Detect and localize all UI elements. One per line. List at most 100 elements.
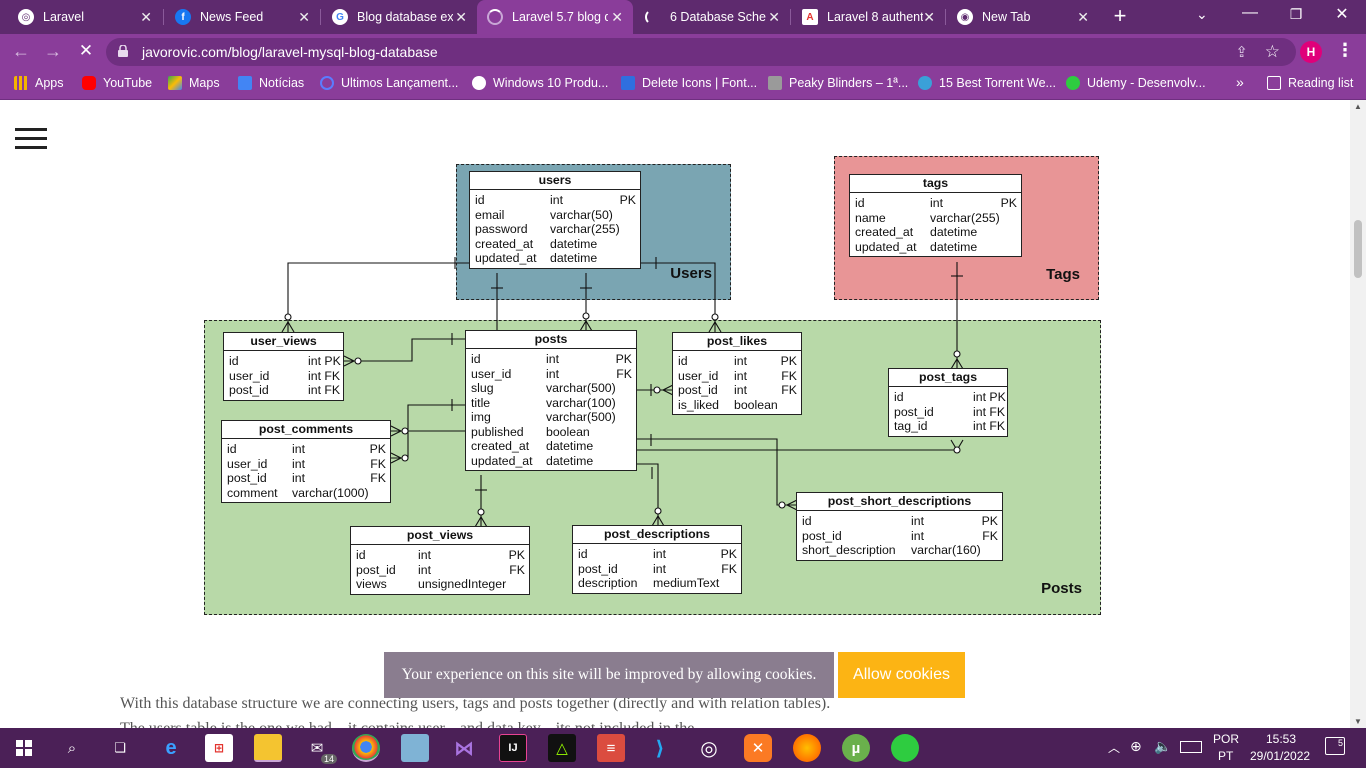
tab-news-feed[interactable]: f News Feed ✕ bbox=[165, 0, 320, 34]
bookmark-torrent[interactable]: 15 Best Torrent We... bbox=[918, 76, 1056, 90]
notification-count: 5 bbox=[1337, 738, 1343, 748]
tab-blog-database[interactable]: G Blog database ex ✕ bbox=[322, 0, 477, 34]
chrome-icon[interactable] bbox=[352, 734, 380, 762]
scroll-up-icon[interactable]: ▲ bbox=[1354, 102, 1362, 111]
scrollbar-thumb[interactable] bbox=[1354, 220, 1362, 278]
store-icon[interactable]: ⊞ bbox=[205, 734, 233, 762]
mail-icon[interactable]: ✉ 14 bbox=[303, 734, 337, 764]
tab-database-schema[interactable]: 6 Database Schen ✕ bbox=[635, 0, 790, 34]
close-icon[interactable]: ✕ bbox=[611, 9, 623, 25]
close-icon[interactable]: ✕ bbox=[298, 9, 310, 25]
bookmark-ultimos-lancamentos[interactable]: Ultimos Lançament... bbox=[320, 76, 458, 90]
page-scrollbar[interactable]: ▲ ▼ bbox=[1350, 100, 1366, 728]
table-title: post_short_descriptions bbox=[797, 493, 1002, 511]
jetbrains-icon[interactable]: IJ bbox=[499, 734, 527, 762]
news-icon bbox=[238, 76, 252, 90]
android-studio-icon[interactable]: △ bbox=[548, 734, 576, 762]
edge-icon[interactable]: e bbox=[165, 736, 177, 759]
todoist-icon[interactable]: ≡ bbox=[597, 734, 625, 762]
close-icon[interactable]: ✕ bbox=[923, 9, 935, 25]
address-bar[interactable]: javorovic.com/blog/laravel-mysql-blog-da… bbox=[106, 38, 1296, 66]
clock-date[interactable]: 29/01/2022 bbox=[1250, 749, 1311, 763]
share-icon[interactable]: ⇪ bbox=[1235, 44, 1248, 61]
close-icon[interactable]: ✕ bbox=[140, 9, 152, 25]
bookmark-udemy[interactable]: Udemy - Desenvolv... bbox=[1066, 76, 1206, 90]
clock-time[interactable]: 15:53 bbox=[1266, 732, 1297, 746]
back-button[interactable]: ← bbox=[12, 41, 30, 61]
profile-avatar[interactable]: H bbox=[1300, 41, 1322, 63]
bookmark-delete-icons[interactable]: Delete Icons | Font... bbox=[621, 76, 757, 90]
allow-cookies-button[interactable]: Allow cookies bbox=[838, 652, 965, 698]
language-indicator[interactable]: POR bbox=[1213, 732, 1240, 746]
notes-app-icon[interactable] bbox=[401, 734, 429, 762]
table-title: post_comments bbox=[222, 421, 390, 439]
volume-icon[interactable]: 🔈 bbox=[1154, 738, 1172, 754]
search-icon[interactable]: ⌕ bbox=[67, 739, 77, 757]
tab-laravel-5-7-blog[interactable]: Laravel 5.7 blog d ✕ bbox=[477, 0, 633, 34]
obs-icon[interactable]: ◎ bbox=[700, 737, 718, 760]
bookmark-youtube[interactable]: YouTube bbox=[82, 76, 152, 90]
utorrent-icon[interactable]: µ bbox=[842, 734, 870, 762]
windows-start-icon[interactable] bbox=[10, 734, 38, 762]
close-icon[interactable]: ✕ bbox=[768, 9, 780, 25]
url-text[interactable]: javorovic.com/blog/laravel-mysql-blog-da… bbox=[142, 44, 438, 60]
file-explorer-icon[interactable] bbox=[254, 734, 282, 762]
xampp-icon[interactable]: ✕ bbox=[744, 734, 772, 762]
keyboard-layout-indicator[interactable]: PT bbox=[1218, 749, 1234, 763]
bookmarks-overflow-button[interactable]: » bbox=[1236, 74, 1244, 90]
minimize-icon[interactable]: — bbox=[1242, 4, 1258, 21]
visual-studio-icon[interactable]: ⋈ bbox=[454, 737, 474, 760]
bookmark-windows-10[interactable]: Windows 10 Produ... bbox=[472, 76, 608, 90]
restore-icon[interactable]: ❐ bbox=[1289, 6, 1303, 22]
firefox-icon[interactable] bbox=[793, 734, 821, 762]
close-icon[interactable]: ✕ bbox=[1077, 9, 1089, 25]
table-title: user_views bbox=[224, 333, 343, 351]
scroll-down-icon[interactable]: ▼ bbox=[1354, 717, 1362, 726]
stop-loading-button[interactable]: ✕ bbox=[78, 41, 94, 60]
tab-search-icon[interactable]: ⌄ bbox=[1196, 6, 1208, 22]
task-view-icon[interactable]: ❏ bbox=[114, 740, 126, 755]
new-tab-button[interactable]: + bbox=[1113, 3, 1127, 28]
tab-laravel[interactable]: ◎ Laravel ✕ bbox=[8, 0, 162, 34]
menu-icon[interactable] bbox=[15, 128, 47, 150]
tab-laravel-8-auth[interactable]: A Laravel 8 authent ✕ bbox=[792, 0, 945, 34]
tray-chevron-icon[interactable]: ︿ bbox=[1108, 741, 1121, 755]
bookmark-star-icon[interactable]: ☆ bbox=[1264, 42, 1280, 61]
bookmark-peaky-blinders[interactable]: Peaky Blinders – 1ª... bbox=[768, 76, 908, 90]
window-close-icon[interactable]: ✕ bbox=[1335, 6, 1349, 23]
bookmark-noticias[interactable]: Notícias bbox=[238, 76, 304, 90]
close-icon[interactable]: ✕ bbox=[455, 9, 467, 25]
lock-icon[interactable] bbox=[118, 45, 128, 57]
reading-list-icon bbox=[1267, 76, 1281, 90]
bookmark-apps[interactable]: Apps bbox=[14, 76, 64, 90]
forward-button[interactable]: → bbox=[44, 41, 62, 61]
keyboard-icon[interactable] bbox=[1180, 741, 1202, 753]
notifications-icon[interactable]: 5 bbox=[1325, 737, 1345, 755]
apps-grid-icon bbox=[14, 76, 28, 90]
network-icon[interactable]: ⊕ bbox=[1130, 738, 1142, 754]
green-app-icon[interactable] bbox=[891, 734, 919, 762]
vscode-icon[interactable]: ⟩ bbox=[655, 737, 665, 760]
reading-list-button[interactable]: Reading list bbox=[1267, 76, 1353, 90]
browser-toolbar: ← → ✕ javorovic.com/blog/laravel-mysql-b… bbox=[0, 34, 1366, 70]
bookmark-maps[interactable]: Maps bbox=[168, 76, 220, 90]
more-menu-icon[interactable]: ⋮ bbox=[1336, 40, 1354, 60]
tab-new-tab[interactable]: ◉ New Tab ✕ bbox=[947, 0, 1099, 34]
